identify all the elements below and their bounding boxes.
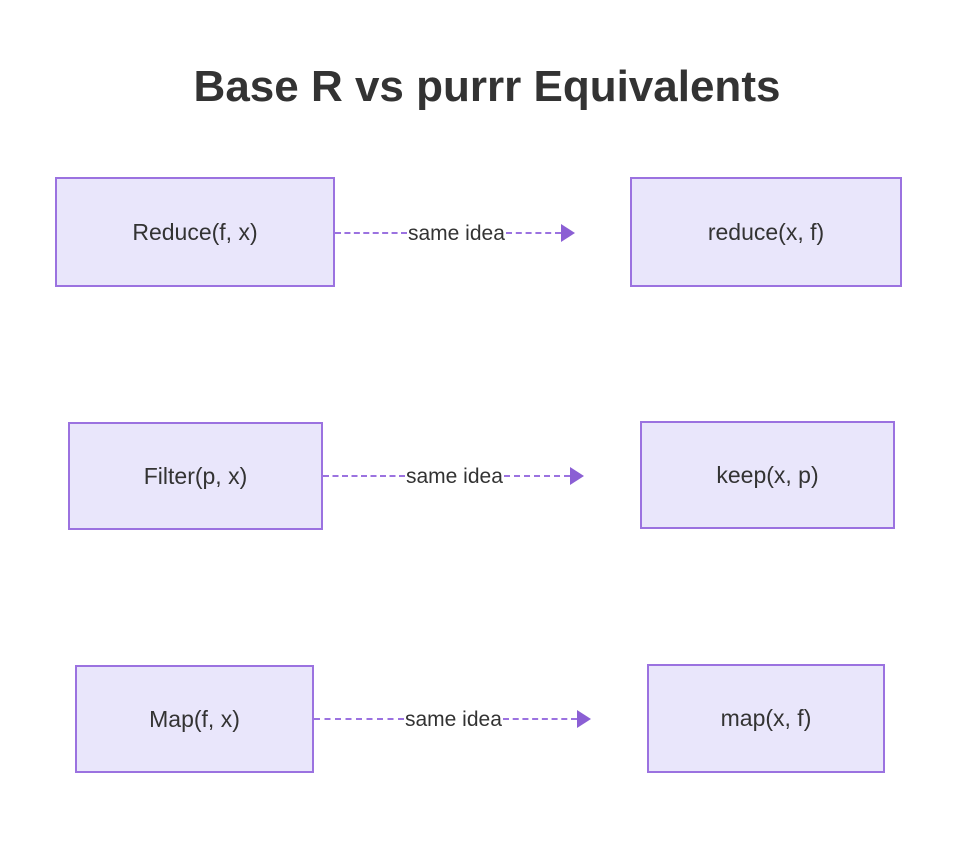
connector-map: same idea — [314, 704, 647, 734]
connector-reduce: same idea — [335, 218, 630, 248]
node-label: reduce(x, f) — [707, 218, 825, 245]
dashed-line-segment — [314, 718, 404, 720]
node-base-map[interactable]: Map(f, x) — [75, 665, 314, 773]
node-label: Map(f, x) — [149, 705, 240, 732]
connector-filter: same idea — [323, 461, 640, 491]
dashed-line-segment — [335, 232, 407, 234]
page-title: Base R vs purrr Equivalents — [193, 62, 781, 111]
dashed-line-segment — [505, 232, 561, 234]
node-base-reduce[interactable]: Reduce(f, x) — [55, 177, 335, 287]
arrowhead-icon — [576, 710, 591, 728]
node-label: keep(x, p) — [716, 461, 819, 488]
arrowhead-icon — [560, 224, 575, 242]
dashed-line-segment — [502, 718, 577, 720]
dashed-line-segment — [503, 475, 570, 477]
arrowhead-icon — [569, 467, 584, 485]
node-label: Reduce(f, x) — [132, 218, 258, 245]
dashed-line-segment — [323, 475, 405, 477]
node-label: map(x, f) — [720, 705, 812, 731]
connector-label: same idea — [406, 464, 503, 488]
node-purrr-reduce[interactable]: reduce(x, f) — [630, 177, 902, 287]
connector-label: same idea — [408, 221, 505, 245]
connector-label: same idea — [405, 707, 502, 731]
node-purrr-map[interactable]: map(x, f) — [647, 664, 885, 773]
node-label: Filter(p, x) — [143, 462, 248, 489]
node-purrr-keep[interactable]: keep(x, p) — [640, 421, 895, 529]
node-base-filter[interactable]: Filter(p, x) — [68, 422, 323, 530]
